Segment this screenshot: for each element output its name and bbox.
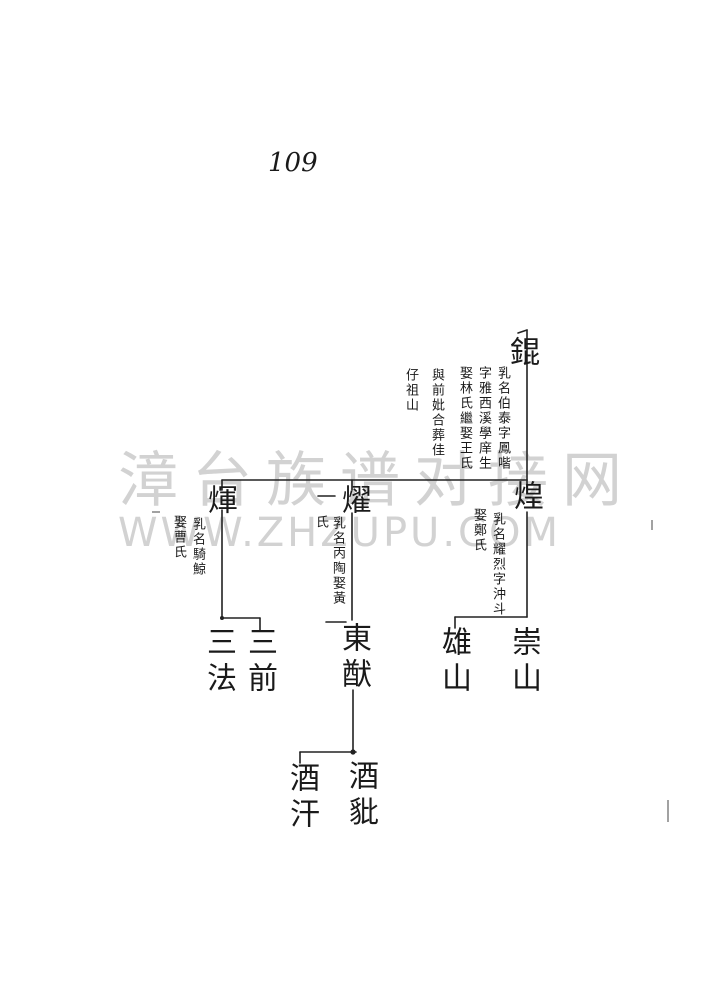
person-yao-note-2: 氏 (313, 515, 328, 530)
person-san-fa-name: 三法 (201, 626, 236, 698)
person-kun-note-3: 娶林氏繼娶王氏 (457, 366, 472, 471)
page-number: 109 (268, 148, 318, 178)
person-kun-note-2: 字雅西溪學庠生 (476, 366, 491, 471)
watermark-latin: WWW.ZHZUPU.COM (118, 510, 561, 556)
person-huang-name: 煌 (508, 480, 543, 516)
person-chong-shan-name: 崇山 (506, 626, 541, 698)
person-jiu-han-name: 酒汗 (284, 762, 319, 834)
person-yao-note-1: 乳名丙陶娶黃 (330, 516, 345, 606)
person-dong-xian-name: 東猷 (336, 622, 371, 694)
person-huang-note-2: 娶鄭氏 (471, 508, 486, 553)
person-hui-name: 煇 (202, 484, 237, 520)
person-kun-note-1: 乳名伯泰字鳳喈 (495, 366, 510, 471)
person-kun-note-4: 與前妣合葬佳 (429, 368, 444, 458)
node-dot (350, 749, 356, 755)
watermark-chinese: 漳台族谱对接网 (118, 446, 636, 516)
person-jiu-pi-name: 酒豼 (343, 760, 378, 832)
person-kun-name: 錕 (504, 336, 539, 372)
person-san-qian-name: 三前 (242, 626, 277, 698)
person-xiong-shan-name: 雄山 (436, 626, 471, 698)
line-kun-tick (517, 329, 528, 334)
node-dot (220, 616, 224, 620)
person-yao-name: 燿 (336, 484, 371, 520)
person-hui-note-2: 娶曹氏 (171, 515, 186, 560)
person-hui-note-1: 乳名騎鯨 (190, 517, 205, 577)
person-kun-note-5: 仔祖山 (403, 368, 418, 413)
person-huang-note-1: 乳名耀烈字沖斗 (490, 512, 505, 617)
